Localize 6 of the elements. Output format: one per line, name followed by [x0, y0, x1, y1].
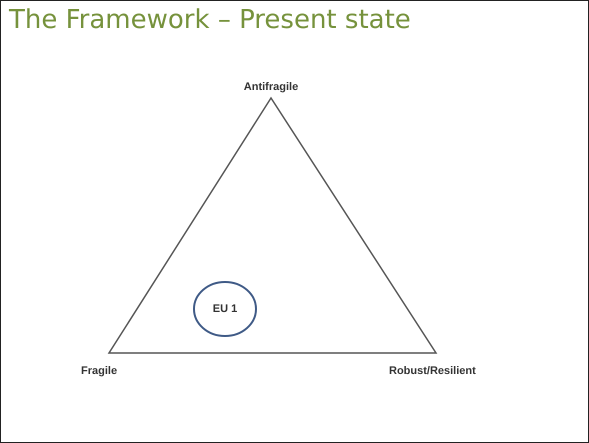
vertex-label: Antifragile: [244, 81, 298, 93]
node-label: EU 1: [212, 302, 238, 317]
vertex-label: Fragile: [81, 365, 118, 377]
slide-title: The Framework – Present state: [9, 5, 411, 35]
vertex-label: Robust/Resilient: [389, 365, 476, 377]
ellipse-node: [193, 281, 257, 337]
